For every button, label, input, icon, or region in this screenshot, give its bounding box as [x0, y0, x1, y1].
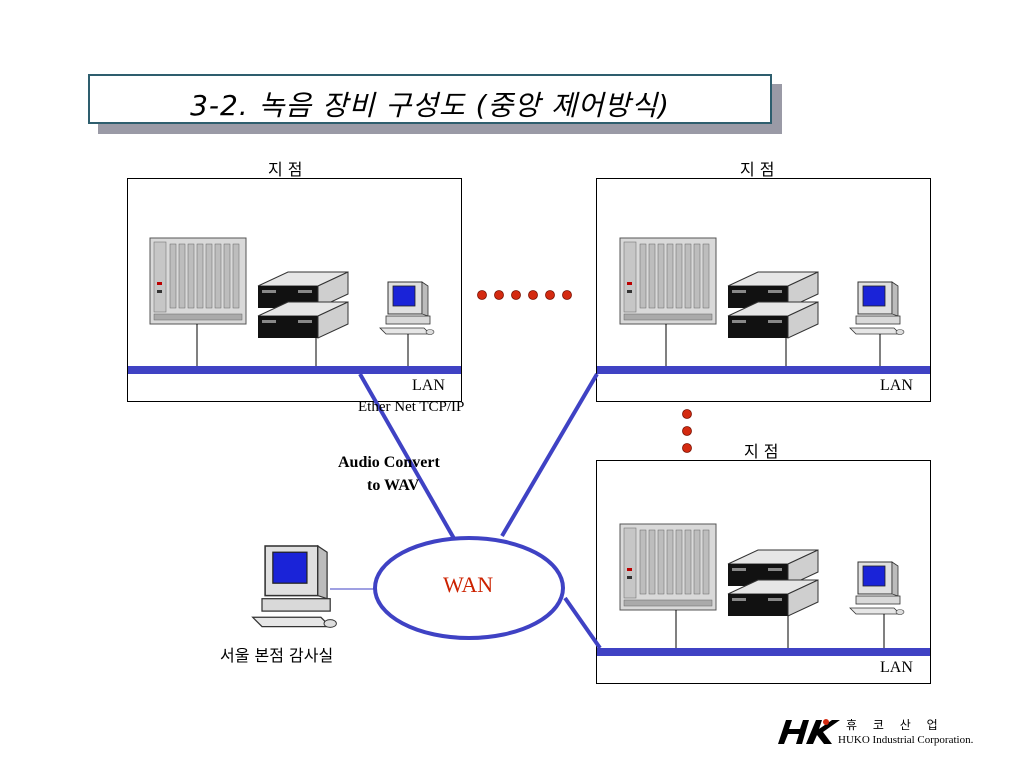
workstation-icon	[849, 281, 905, 335]
company-name-english: HUKO Industrial Corporation.	[838, 734, 974, 746]
lan-bar-2	[597, 366, 930, 374]
convert-caption-line1: Audio Convert	[338, 454, 440, 471]
lan-label-1: LAN	[412, 377, 445, 394]
workstation-icon	[379, 281, 435, 335]
wan-cloud	[373, 536, 565, 640]
hq-workstation-icon	[251, 545, 338, 629]
branch-label-2: 지 점	[740, 160, 775, 179]
branch-label-1: 지 점	[268, 160, 303, 179]
server-icon	[727, 549, 819, 617]
lan-bar-1	[128, 366, 461, 374]
page-title: 3-2. 녹음 장비 구성도 (중앙 제어방식)	[190, 89, 670, 122]
more-branches-dots-vertical	[682, 409, 692, 453]
recorder-rack-icon	[619, 523, 717, 611]
lan-bar-3	[597, 648, 930, 656]
huko-logo-icon	[778, 719, 840, 744]
wan-link-branch-3	[563, 596, 602, 650]
more-branches-dots	[477, 290, 572, 300]
wan-link-branch-1	[358, 373, 458, 543]
wan-link-branch-2	[500, 372, 599, 538]
protocol-caption: Ether Net TCP/IP	[358, 399, 465, 415]
lan-label-3: LAN	[880, 659, 913, 676]
recorder-rack-icon	[619, 237, 717, 325]
wan-label: WAN	[443, 572, 494, 597]
convert-caption-line2: to WAV	[367, 477, 420, 494]
hq-label: 서울 본점 감사실	[220, 646, 334, 665]
lan-label-2: LAN	[880, 377, 913, 394]
title-box: 3-2. 녹음 장비 구성도 (중앙 제어방식)	[88, 74, 772, 124]
server-icon	[257, 271, 349, 339]
server-icon	[727, 271, 819, 339]
workstation-icon	[849, 561, 905, 615]
company-name-korean: 휴 코 산 업	[846, 718, 944, 732]
branch-label-3: 지 점	[744, 442, 779, 461]
recorder-rack-icon	[149, 237, 247, 325]
